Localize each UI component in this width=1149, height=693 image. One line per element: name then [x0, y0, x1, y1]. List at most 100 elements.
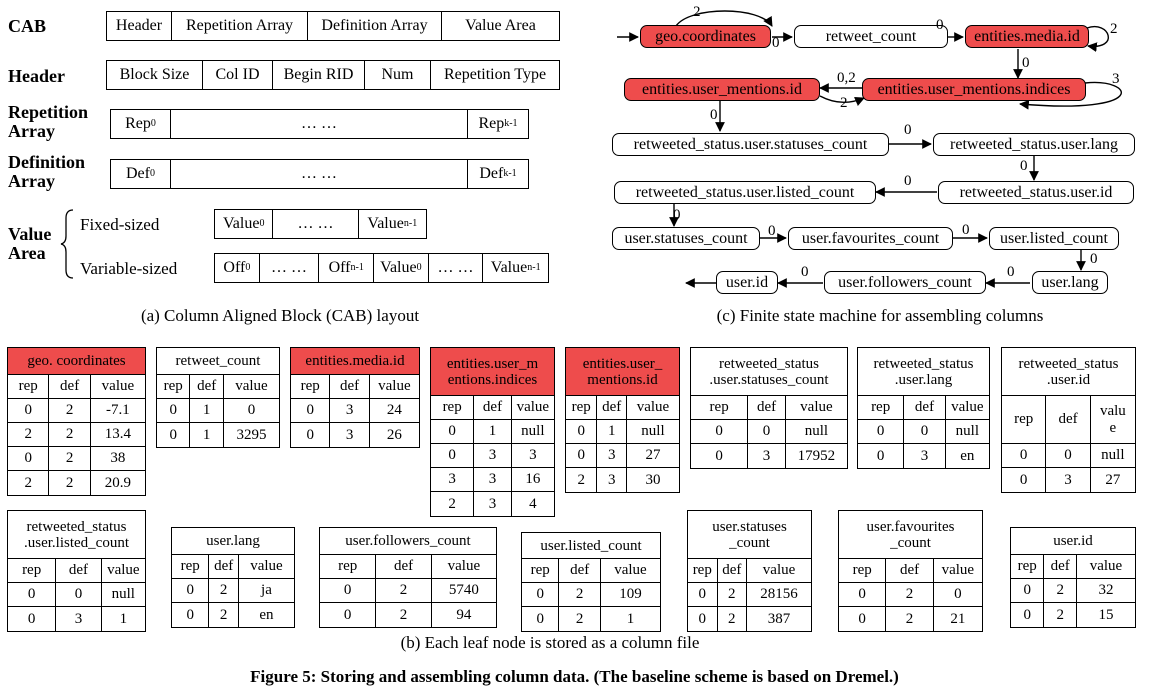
fsm-edges	[617, 10, 1122, 288]
table-cell: null	[1101, 447, 1125, 463]
fixed-sized-label: Fixed-sized	[80, 215, 160, 234]
var-off-dots: … …	[260, 254, 320, 282]
table-cell: 0	[566, 420, 598, 443]
table-cell: 0	[839, 607, 887, 631]
table-cell: 1	[597, 420, 627, 443]
header-cell-begin-rid: Begin RID	[273, 61, 365, 89]
table-cell: 3	[474, 492, 512, 516]
header-row: Block Size Col ID Begin RID Num Repetiti…	[106, 60, 560, 90]
column-header-def: def	[718, 559, 748, 582]
edge-label: 0	[1007, 264, 1015, 280]
table-cell: 27	[1105, 471, 1121, 488]
table-cell: 387	[767, 610, 791, 627]
fsm-node-lang: user.lang	[1032, 271, 1108, 294]
table-cell: 1	[626, 610, 635, 627]
column-header-value: value	[614, 562, 647, 578]
column-table-title: entities.media.id	[291, 348, 419, 375]
edge-label: 0,2	[837, 70, 856, 86]
edge-label: 0	[673, 207, 681, 223]
table-cell: 0	[431, 444, 475, 467]
fsm-node-rs-lang: retweeted_status.user.lang	[933, 133, 1135, 156]
table-cell: 0	[1002, 468, 1047, 492]
column-header-value: value	[250, 558, 283, 574]
table-cell: 109	[619, 586, 642, 602]
table-cell: 2	[718, 583, 748, 606]
value-area-label: Value Area	[8, 224, 52, 263]
column-header-def: def	[209, 555, 239, 578]
table-cell: 0	[8, 447, 50, 470]
column-header-value: value	[235, 378, 268, 394]
table-cell: 0	[858, 420, 905, 443]
table-cell: 0	[320, 603, 377, 627]
fsm-node-rs-listed-count: retweeted_status.user.listed_count	[614, 181, 876, 204]
table-cell: 0	[320, 579, 377, 602]
column-header-value: value	[107, 562, 140, 578]
column-header-value: value	[951, 399, 984, 415]
caption-c: (c) Finite state machine for assembling …	[716, 306, 1044, 325]
table-cell: null	[111, 586, 135, 602]
table-cell: 0	[8, 607, 57, 631]
header-label: Header	[8, 66, 65, 86]
cab-cell-value: Value Area	[465, 17, 536, 34]
table-cell: 0	[688, 607, 718, 631]
column-header-rep: rep	[1002, 396, 1047, 443]
column-header-def: def	[559, 559, 601, 582]
table-cell: 2	[1044, 579, 1077, 602]
column-header-def: def	[49, 375, 91, 398]
column-table-title: user.lang	[172, 528, 294, 555]
fsm-node-user-id: user.id	[716, 271, 778, 294]
column-table-title: user.statuses_count	[688, 511, 811, 559]
table-cell: 15	[1098, 606, 1114, 623]
column-header-def: def	[474, 396, 512, 419]
table-cell: ja	[261, 582, 272, 598]
column-header-rep: rep	[157, 375, 191, 398]
table-cell: 0	[291, 423, 331, 447]
edge-label: 0	[904, 122, 912, 138]
column-header-rep: rep	[172, 555, 210, 578]
caption-a: (a) Column Aligned Block (CAB) layout	[140, 306, 420, 325]
edge-label: 0	[962, 222, 970, 238]
table-cell: 16	[525, 471, 541, 487]
table-cell: 0	[748, 420, 786, 443]
column-header-rep: rep	[8, 375, 50, 398]
table-cell: 3	[474, 468, 512, 491]
table-cell: 2	[886, 607, 934, 631]
table-cell: 0	[904, 420, 946, 443]
table-cell: 1	[190, 423, 224, 447]
column-table-title: retweeted_status.user.statuses_count	[691, 348, 847, 396]
edge-label: 0	[904, 173, 912, 189]
table-cell: 3	[529, 447, 537, 463]
table-cell: 0	[688, 583, 718, 606]
edge-label: 3	[1112, 71, 1120, 87]
edge-label: 0	[1090, 251, 1098, 267]
edge-label: 0	[710, 107, 718, 123]
edge-label: 0	[1022, 55, 1030, 71]
column-header-value: value	[800, 399, 833, 415]
